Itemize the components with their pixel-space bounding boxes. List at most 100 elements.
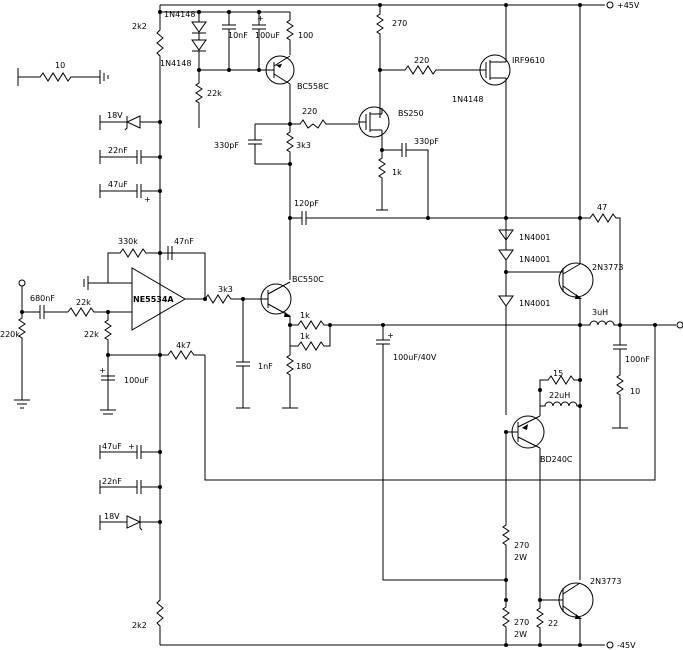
c-22nf-bottom-label: 22nF [102, 477, 122, 486]
cap-1nf: 1nF [236, 299, 273, 409]
mosfet-bs250: BS250 [358, 106, 424, 148]
output-terminal [676, 321, 683, 329]
r-4k7: 4k7 [160, 341, 205, 360]
cap-330pf-right: 330pF [382, 137, 439, 218]
r-1k-b-label: 1k [300, 332, 310, 341]
cap-120pf: 120pF [290, 199, 580, 225]
c-22nf-top-label: 22nF [108, 146, 128, 155]
r-270-top: 270 [376, 5, 407, 118]
c-120pf-label: 120pF [294, 199, 319, 208]
r-10-zobel: 10 [612, 349, 640, 429]
c-680nf-label: 680nF [30, 294, 55, 303]
cap-47uf-top: + 47uF [99, 180, 160, 204]
r-22k-feedback: 22k [84, 312, 112, 410]
r-220k-label: 220k [0, 330, 20, 339]
negative-rail [160, 641, 614, 649]
svg-text:+: + [387, 331, 394, 340]
transistor-2n3773-bottom: 2N3773 [558, 577, 621, 645]
cap-100uf-top: + 100uF [252, 12, 280, 70]
vpos-terminal [606, 1, 614, 9]
junction-dots [20, 3, 657, 647]
l-22uh-label: 22uH [549, 391, 570, 400]
r-1k-bs-label: 1k [392, 168, 402, 177]
cap-22nf-top: 22nF [99, 146, 160, 164]
vneg-terminal [606, 641, 614, 649]
svg-text:+: + [144, 195, 151, 204]
d-1n4001-c-label: 1N4001 [519, 299, 550, 308]
transistor-bc550c: BC550C [260, 275, 324, 317]
w-2w-b-label: 2W [514, 630, 527, 639]
diode-1n4001-b: 1N4001 [498, 249, 550, 296]
r-220-gate-label: 220 [414, 56, 429, 65]
cap-100uf-bottom: + 100uF [99, 366, 149, 415]
r-10-left-label: 10 [55, 61, 65, 70]
q-irf9610-label: IRF9610 [512, 56, 545, 65]
q-bd240c-label: BD240C [540, 455, 573, 464]
r-3k3-mid: 3k3 [286, 124, 311, 280]
transistor-2n3773-top: 2N3773 [558, 5, 623, 325]
c-47uf-bottom-label: 47uF [102, 442, 122, 451]
r-3k3-mid-label: 3k3 [296, 141, 311, 150]
vneg-label: -45V [617, 641, 636, 650]
c-100uf-bottom-label: 100uF [124, 376, 149, 385]
d-1n4148-b-label: 1N4148 [160, 59, 191, 68]
svg-text:+: + [128, 442, 135, 451]
d-1n4148-c-label: 1N4148 [452, 95, 483, 104]
transistor-bc558c: BC558C [265, 55, 329, 110]
c-47nf-label: 47nF [174, 237, 194, 246]
d-1n4148-a-label: 1N4148 [164, 10, 195, 19]
r-4k7-label: 4k7 [176, 341, 191, 350]
r-220-mid: 220 [290, 107, 358, 129]
inductor-3uh: 3uH [580, 308, 683, 329]
r-15-label: 15 [553, 369, 563, 378]
diode-1n4148-b: 1N4148 [160, 33, 207, 70]
r-330k-label: 330k [118, 237, 138, 246]
cap-680nf: 680nF [22, 294, 68, 319]
r-270-2w-a-label: 270 [514, 541, 529, 550]
cap-47uf-bottom: + 47uF [99, 442, 160, 459]
r-180: 180 [282, 346, 311, 409]
r-22k-input: 22k [67, 298, 132, 317]
r-2k2-top-label: 2k2 [132, 22, 147, 31]
zener-18v-top: 18V [99, 111, 160, 131]
r-22k-fb-label: 22k [84, 330, 99, 339]
l-3uh-label: 3uH [592, 308, 608, 317]
r-330k: 330k [107, 237, 206, 299]
cap-10nf: 10nF [222, 12, 248, 70]
c-10nf-label: 10nF [228, 31, 248, 40]
c-100uf-top-label: 100uF [255, 31, 280, 40]
q-bc558c-label: BC558C [297, 82, 329, 91]
r-1k-b: 1k [289, 325, 331, 351]
r-270-2w-b-label: 270 [514, 618, 529, 627]
c-47uf-top-label: 47uF [108, 180, 128, 189]
r-22k-vas-bias: 22k [195, 70, 222, 128]
r-22: 22 [536, 600, 558, 645]
cap-100nf-zobel: 100nF [613, 325, 650, 364]
r-100-emitter: 100 [286, 12, 313, 55]
r-10-zobel-label: 10 [630, 387, 640, 396]
q-bc550c-label: BC550C [292, 275, 324, 284]
q-2n3773-top-label: 2N3773 [592, 263, 623, 272]
mosfet-irf9610: IRF9610 [478, 5, 545, 225]
d-18v-top-label: 18V [107, 111, 123, 120]
d-1n4001-b-label: 1N4001 [519, 255, 550, 264]
inductor-22uh: 22uH [539, 390, 580, 407]
c-330pf-right-label: 330pF [414, 137, 439, 146]
r-1k-a-label: 1k [300, 311, 310, 320]
w-2w-a-label: 2W [514, 553, 527, 562]
d-18v-bottom-label: 18V [104, 512, 120, 521]
r-1k-a: 1k [289, 311, 330, 330]
r-100-label: 100 [298, 31, 313, 40]
r-1k-bs250-source: 1k [376, 148, 402, 211]
vpos-label: +45V [617, 1, 640, 10]
svg-text:+: + [257, 14, 264, 23]
r-270-2w-b: 270 2W [502, 600, 529, 645]
d-1n4001-a-label: 1N4001 [519, 233, 550, 242]
r-2k2-bottom-label: 2k2 [132, 621, 147, 630]
r-220-mid-label: 220 [302, 107, 317, 116]
svg-text:+: + [99, 366, 106, 375]
cap-47nf: 47nF [160, 237, 194, 260]
r-180-label: 180 [296, 362, 311, 371]
r-10-ground-link: 10 [17, 61, 109, 86]
